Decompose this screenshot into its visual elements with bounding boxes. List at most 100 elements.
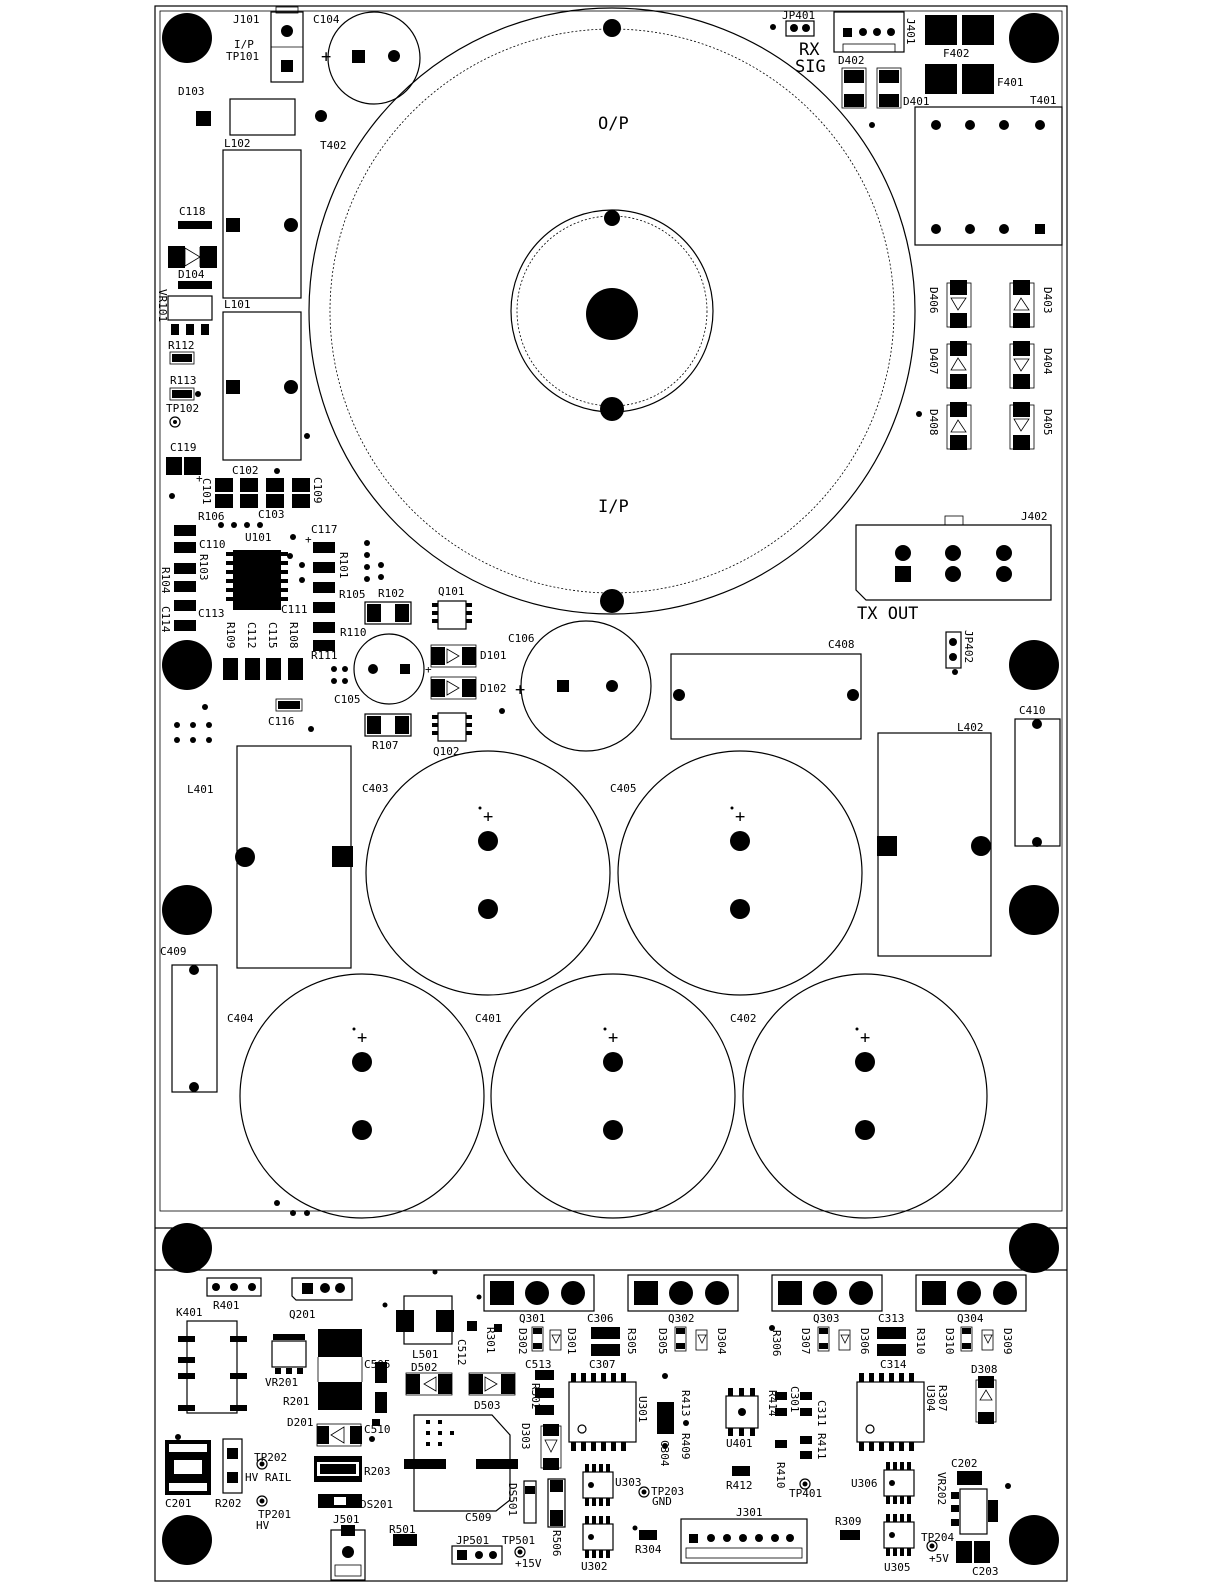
label-l501: L501 bbox=[412, 1348, 439, 1361]
label-r309: R309 bbox=[835, 1515, 862, 1528]
power-module bbox=[404, 1414, 518, 1512]
label-q101: Q101 bbox=[438, 585, 465, 598]
label-r109: R109 bbox=[224, 622, 237, 649]
label-c109: C109 bbox=[311, 477, 324, 504]
q302-transistor bbox=[627, 1274, 739, 1312]
label-d407: D407 bbox=[927, 348, 940, 375]
mounting-hole bbox=[162, 13, 212, 63]
bottom-resistor-row bbox=[223, 658, 303, 680]
label-c111: C111 bbox=[281, 603, 308, 616]
via bbox=[869, 122, 875, 128]
label-c402: C402 bbox=[730, 1012, 757, 1025]
tp204-pad bbox=[926, 1540, 938, 1552]
label-q201: Q201 bbox=[289, 1308, 316, 1321]
label-d306: D306 bbox=[858, 1328, 871, 1355]
r203-resistor bbox=[314, 1456, 362, 1482]
tp203-pad bbox=[638, 1486, 650, 1498]
label-c115: C115 bbox=[266, 622, 279, 649]
label-d301: D301 bbox=[565, 1328, 578, 1355]
c116-capacitor bbox=[275, 698, 303, 712]
label-c203: C203 bbox=[972, 1565, 999, 1578]
label-q302: Q302 bbox=[668, 1312, 695, 1325]
j301-connector bbox=[680, 1518, 808, 1564]
tp102-pad bbox=[169, 416, 181, 428]
label-r413: R413 bbox=[679, 1390, 692, 1417]
c405-capacitor: + bbox=[617, 750, 863, 996]
label-r506: R506 bbox=[550, 1530, 563, 1557]
label-c512: C512 bbox=[455, 1339, 468, 1366]
tp204-pad bbox=[929, 1543, 935, 1549]
label-c118: C118 bbox=[179, 205, 206, 218]
label-u401: U401 bbox=[726, 1437, 753, 1450]
r413-c304-parts bbox=[657, 1373, 689, 1449]
c101-c109-bank bbox=[215, 478, 310, 508]
via bbox=[770, 24, 776, 30]
c118-smd bbox=[178, 221, 212, 229]
label-d308: D308 bbox=[971, 1363, 998, 1376]
label-tp101: TP101 bbox=[226, 50, 259, 63]
j401-connector bbox=[833, 11, 905, 53]
c203-capacitor bbox=[956, 1541, 990, 1563]
r102-resistor bbox=[364, 601, 412, 625]
mounting-hole bbox=[162, 1223, 212, 1273]
u304-ic bbox=[856, 1373, 925, 1451]
label-j101: J101 bbox=[233, 13, 260, 26]
u401-ic bbox=[725, 1388, 759, 1436]
mounting-hole bbox=[1009, 885, 1059, 935]
label-tp401: TP401 bbox=[789, 1487, 822, 1500]
via bbox=[1005, 1483, 1011, 1489]
r309-resistor bbox=[840, 1530, 860, 1540]
c512-pad bbox=[467, 1321, 477, 1331]
r107-resistor bbox=[364, 713, 412, 737]
via bbox=[632, 1525, 638, 1531]
u306-ic bbox=[883, 1462, 915, 1504]
label-jp501: JP501 bbox=[456, 1534, 489, 1547]
mounting-hole bbox=[1009, 13, 1059, 63]
label-r202: R202 bbox=[215, 1497, 242, 1510]
silkscreen-labels: J101 C104 I/P TP101 + D103 T402 L102 C11… bbox=[156, 9, 1057, 1578]
via-cluster bbox=[274, 1200, 310, 1216]
label-c513: C513 bbox=[525, 1358, 552, 1371]
label-r304: R304 bbox=[635, 1543, 662, 1556]
l501-inductor bbox=[396, 1295, 454, 1345]
r202-resistor bbox=[222, 1438, 243, 1494]
label-tx-out: TX OUT bbox=[857, 604, 918, 624]
label-c509: C509 bbox=[465, 1511, 492, 1524]
label-r201: R201 bbox=[283, 1395, 310, 1408]
c104-capacitor bbox=[327, 11, 421, 105]
svg-text:+: + bbox=[860, 1028, 870, 1048]
label-l101: L101 bbox=[224, 298, 251, 311]
label-c306: C306 bbox=[587, 1312, 614, 1325]
jp501-jumper bbox=[451, 1545, 503, 1565]
vr201-regulator bbox=[271, 1334, 307, 1374]
label-tp204: TP204 bbox=[921, 1531, 954, 1544]
label-jp401: JP401 bbox=[782, 9, 815, 22]
label-c114: C114 bbox=[159, 606, 172, 633]
tp501-pad bbox=[514, 1546, 526, 1558]
t402-pad bbox=[315, 110, 327, 122]
tp202-pad bbox=[259, 1461, 265, 1467]
label-c103: C103 bbox=[258, 508, 285, 521]
c106-capacitor bbox=[520, 620, 652, 752]
u302-ic bbox=[582, 1516, 614, 1558]
label-f401: F401 bbox=[997, 76, 1024, 89]
r414-c311-parts bbox=[732, 1392, 812, 1476]
label-r106: R106 bbox=[198, 510, 225, 523]
label-c104: C104 bbox=[313, 13, 340, 26]
j402-connector bbox=[855, 515, 1052, 601]
label-d408: D408 bbox=[927, 409, 940, 436]
label-t401: T401 bbox=[1030, 94, 1057, 107]
label-d305: D305 bbox=[656, 1328, 669, 1355]
label-r107: R107 bbox=[372, 739, 399, 752]
label-c119: C119 bbox=[170, 441, 197, 454]
d104-pad bbox=[178, 281, 212, 289]
d201-diode bbox=[316, 1423, 375, 1447]
l401-inductor bbox=[235, 745, 353, 969]
label-u303: U303 bbox=[615, 1476, 642, 1489]
jp402-jumper bbox=[945, 631, 962, 675]
ds501-led bbox=[523, 1480, 537, 1524]
c119-capacitor bbox=[166, 457, 201, 475]
c513-smd bbox=[535, 1370, 554, 1415]
k401-relay bbox=[178, 1320, 247, 1414]
plus-sign: + bbox=[515, 680, 525, 700]
